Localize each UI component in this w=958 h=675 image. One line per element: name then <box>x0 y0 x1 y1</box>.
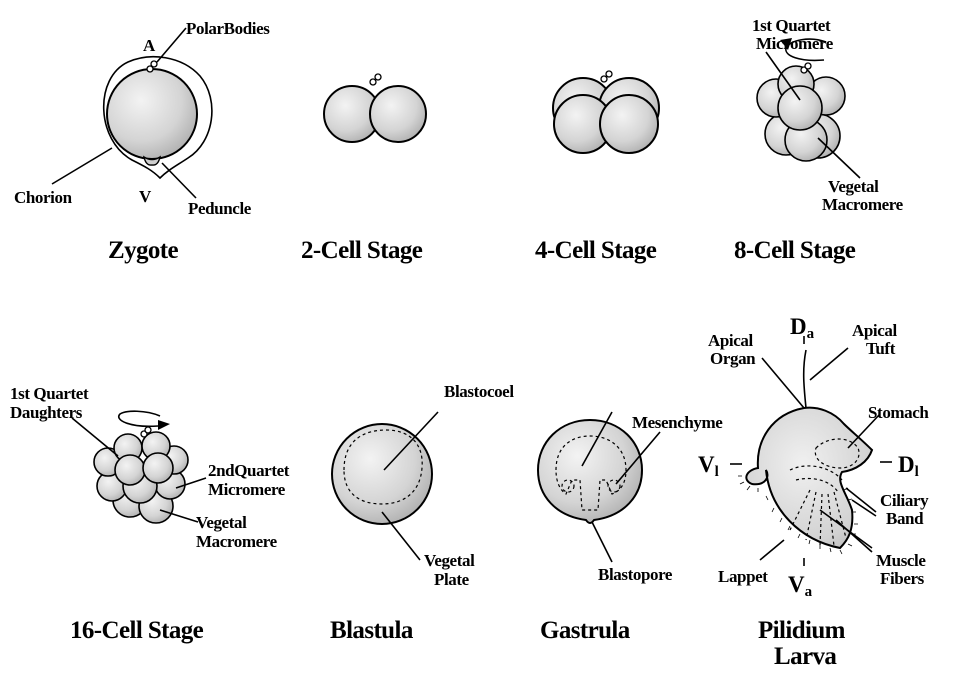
blastula-figure: Blastocoel Vegetal Plate Blastula <box>330 382 514 644</box>
apical-tuft-label-line2: Tuft <box>866 339 896 358</box>
stomach-label: Stomach <box>868 403 929 422</box>
leader-line <box>762 358 804 408</box>
zygote-figure: PolarBodies A V Chorion Peduncle Zygote <box>14 19 270 264</box>
vegetal-macromere-label-line1: Vegetal <box>196 513 247 532</box>
apical-organ-label-line1: Apical <box>708 331 754 350</box>
pilidium-title-line1: Pilidium <box>758 617 846 644</box>
axis-ventral-apical-label: Va <box>788 572 813 600</box>
quartet-daughter-cell <box>115 455 145 485</box>
blastula-title: Blastula <box>330 617 414 644</box>
polar-body <box>370 79 376 85</box>
vegetal-plate-label-line1: Vegetal <box>424 551 475 570</box>
apical-tuft-line <box>804 350 806 408</box>
rotation-arrowhead <box>158 420 170 430</box>
zygote-title: Zygote <box>108 237 179 264</box>
daughters-label-line1: 1st Quartet <box>10 384 89 403</box>
larva-body <box>746 408 872 548</box>
mesenchyme-label: Mesenchyme <box>632 413 723 432</box>
micromere-cell <box>778 86 822 130</box>
polar-bodies-label: PolarBodies <box>186 19 270 38</box>
axis-dorsal-lateral-label: Dl <box>898 452 919 480</box>
apical-organ-label-line2: Organ <box>710 349 756 368</box>
second-quartet-label-line2: Micromere <box>208 480 286 499</box>
leader-line <box>52 148 112 184</box>
blastopore-label: Blastopore <box>598 565 673 584</box>
second-quartet-label-line1: 2ndQuartet <box>208 461 290 480</box>
leader-line <box>72 418 118 456</box>
polar-body <box>145 427 151 433</box>
daughters-label-line2: Daughters <box>10 403 83 422</box>
two-cell-title: 2-Cell Stage <box>301 237 423 264</box>
lappet-label: Lappet <box>718 567 768 586</box>
blastula-body <box>332 424 432 524</box>
muscle-fibers-label-line2: Fibers <box>880 569 925 588</box>
leader-line <box>592 522 612 562</box>
pilidium-larva-figure: Da Va Vl Dl Apical Organ Apical Tuft Sto… <box>698 314 929 670</box>
leader-line <box>760 540 784 560</box>
leader-line <box>157 28 186 62</box>
rotation-arrow <box>119 411 160 426</box>
ciliary-band-label-line1: Ciliary <box>880 491 929 510</box>
two-cell-figure: 2-Cell Stage <box>301 74 426 264</box>
axis-dorsal-apical-label: Da <box>790 314 815 342</box>
leader-line <box>810 348 848 380</box>
chorion-label: Chorion <box>14 188 73 207</box>
zygote-cell <box>107 69 197 159</box>
micromere-label-line2: Micromere <box>756 34 834 53</box>
blastomere <box>370 86 426 142</box>
vegetal-macromere-label-line2: Macromere <box>822 195 904 214</box>
axis-ventral-lateral-label: Vl <box>698 452 719 480</box>
polar-body <box>151 61 157 67</box>
gastrula-figure: Mesenchyme Blastopore Gastrula <box>538 412 723 644</box>
four-cell-title: 4-Cell Stage <box>535 237 657 264</box>
apical-tuft-label-line1: Apical <box>852 321 898 340</box>
eight-cell-title: 8-Cell Stage <box>734 237 856 264</box>
four-cell-figure: 4-Cell Stage <box>535 71 659 264</box>
polar-body <box>601 76 607 82</box>
quartet-daughter-cell <box>143 453 173 483</box>
muscle-fibers-label-line1: Muscle <box>876 551 926 570</box>
vegetal-macromere-label-line2: Macromere <box>196 532 278 551</box>
pilidium-title-line2: Larva <box>774 643 837 670</box>
gastrula-title: Gastrula <box>540 617 631 644</box>
vegetal-macromere-label-line1: Vegetal <box>828 177 879 196</box>
eight-cell-figure: 1st Quartet Micromere Vegetal Macromere … <box>734 16 904 264</box>
polar-body <box>606 71 612 77</box>
sixteen-cell-title: 16-Cell Stage <box>70 617 204 644</box>
polar-body <box>805 63 811 69</box>
sixteen-cell-figure: 1st Quartet Daughters 2ndQuartet Microme… <box>10 384 290 644</box>
polar-body <box>375 74 381 80</box>
blastocoel-label: Blastocoel <box>444 382 514 401</box>
blastomere <box>600 95 658 153</box>
animal-pole-label: A <box>143 36 156 55</box>
ciliary-band-label-line2: Band <box>886 509 924 528</box>
vegetal-plate-label-line2: Plate <box>434 570 470 589</box>
vegetal-pole-label: V <box>139 187 152 206</box>
micromere-label-line1: 1st Quartet <box>752 16 831 35</box>
leader-line <box>162 163 196 198</box>
peduncle-label: Peduncle <box>188 199 252 218</box>
